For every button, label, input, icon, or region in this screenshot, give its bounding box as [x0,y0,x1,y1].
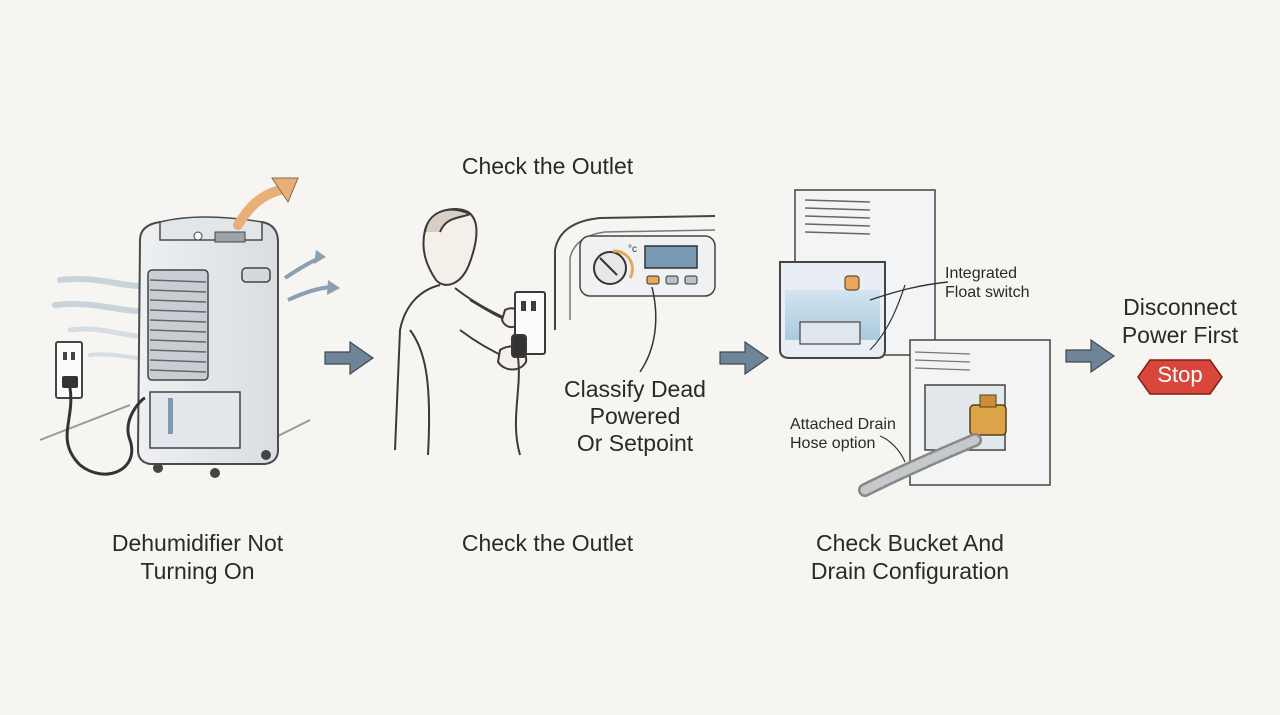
stop-sign-label: Stop [1157,362,1203,387]
step2-top-title: Check the Outlet [461,153,634,179]
disconnect-power-label: Disconnect Power First [1121,294,1239,348]
temp-unit-label: °c [628,244,637,255]
bucket-float-icon [779,189,949,359]
wall-outlet-icon [55,341,146,476]
stop-sign-icon [1137,359,1223,395]
float-switch-label: Integrated Float switch [945,265,1030,302]
drain-hose-icon [858,339,1051,497]
flow-arrow-1 [324,340,375,376]
classify-note: Classify Dead Powered Or Setpoint [564,376,706,457]
step3-caption: Check Bucket And Drain Configuration [810,530,1010,584]
dehumidifier-icon [39,177,340,478]
drain-hose-label: Attached Drain Hose option [790,416,896,453]
person-plugging-icon [394,208,546,456]
control-panel-icon: °c [554,215,716,373]
step1-caption: Dehumidifier Not Turning On [111,530,284,584]
flow-arrow-3 [1065,338,1116,374]
step2-caption: Check the Outlet [461,530,634,556]
flow-arrow-2 [719,340,770,376]
